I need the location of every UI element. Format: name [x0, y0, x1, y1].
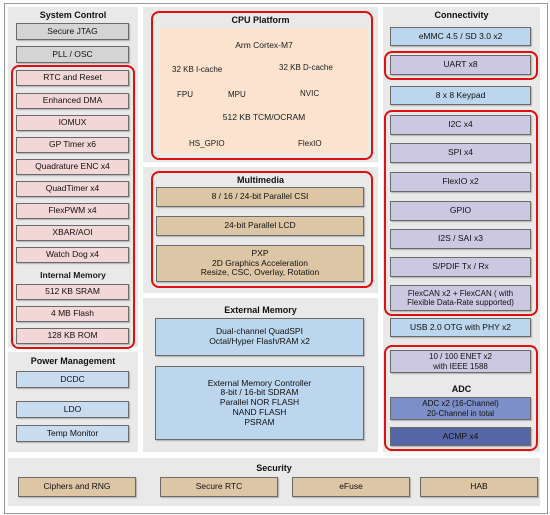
quadspi-line-1: Dual-channel QuadSPI	[216, 326, 303, 337]
quadtimer-block: QuadTimer x4	[16, 181, 129, 197]
hs-gpio-label: HS_GPIO	[189, 139, 225, 148]
parallel-csi-block: 8 / 16 / 24-bit Parallel CSI	[156, 187, 364, 207]
temp-monitor-block: Temp Monitor	[16, 425, 129, 442]
parallel-lcd-block: 24-bit Parallel LCD	[156, 216, 364, 236]
dcdc-block: DCDC	[16, 371, 129, 388]
adc-block: ADC x2 (16-Channel) 20-Channel in total	[390, 397, 531, 420]
secure-rtc-block: Secure RTC	[160, 477, 278, 497]
enet-line-2: with IEEE 1588	[433, 361, 488, 371]
quadspi-line-2: Octal/Hyper Flash/RAM x2	[209, 336, 310, 346]
quadspi-block: Dual-channel QuadSPI Octal/Hyper Flash/R…	[155, 318, 364, 356]
mpu-label: MPU	[228, 90, 246, 99]
ldo-block: LDO	[16, 401, 129, 418]
flexcan-line-1: FlexCAN x2 + FlexCAN ( with	[407, 288, 514, 298]
watch-dog-block: Watch Dog x4	[16, 247, 129, 263]
acmp-block: ACMP x4	[390, 427, 531, 446]
dcache-label: 32 KB D-cache	[279, 63, 333, 72]
xbar-aoi-block: XBAR/AOI	[16, 225, 129, 241]
connectivity-title: Connectivity	[434, 10, 489, 20]
tcm-label: 512 KB TCM/OCRAM	[222, 112, 306, 122]
flexio-x2-block: FlexIO x2	[390, 172, 531, 192]
quadrature-enc-block: Quadrature ENC x4	[16, 159, 129, 175]
external-memory-title: External Memory	[224, 305, 297, 315]
gpio-block: GPIO	[390, 201, 531, 221]
emc-block: External Memory Controller 8-bit / 16-bi…	[155, 366, 364, 440]
iomux-block: IOMUX	[16, 115, 129, 131]
internal-memory-title: Internal Memory	[40, 270, 106, 280]
spdif-block: S/PDIF Tx / Rx	[390, 257, 531, 277]
multimedia-title: Multimedia	[236, 175, 284, 185]
emc-line-4: NAND FLASH	[232, 406, 287, 417]
pxp-line-2: 2D Graphics Acceleration	[212, 257, 308, 268]
ciphers-rng-block: Ciphers and RNG	[18, 477, 136, 497]
usb-otg-block: USB 2.0 OTG with PHY x2	[390, 318, 531, 337]
i2c-block: I2C x4	[390, 115, 531, 135]
cpu-platform-title: CPU Platform	[231, 15, 290, 25]
flexio-label: FlexIO	[298, 139, 322, 148]
cpu-core-area	[160, 28, 368, 154]
emc-line-3: Parallel NOR FLASH	[219, 397, 300, 408]
i2s-sai-block: I2S / SAI x3	[390, 229, 531, 249]
emc-line-2: 8-bit / 16-bit SDRAM	[220, 387, 299, 398]
sram-block: 512 KB SRAM	[16, 284, 129, 300]
system-control-title: System Control	[39, 10, 107, 20]
hab-block: HAB	[420, 477, 538, 497]
power-management-title: Power Management	[30, 356, 116, 366]
gp-timer-block: GP Timer x6	[16, 137, 129, 153]
adc-title: ADC	[451, 384, 472, 394]
rom-block: 128 KB ROM	[16, 328, 129, 344]
enet-block: 10 / 100 ENET x2 with IEEE 1588	[390, 350, 531, 373]
pll-osc-block: PLL / OSC	[16, 46, 129, 63]
spi-block: SPI x4	[390, 143, 531, 163]
emmc-sd-block: eMMC 4.5 / SD 3.0 x2	[390, 27, 531, 46]
security-title: Security	[256, 463, 292, 473]
pxp-block: PXP 2D Graphics Acceleration Resize, CSC…	[156, 245, 364, 282]
emc-line-1: External Memory Controller	[207, 377, 312, 388]
pxp-line-1: PXP	[251, 247, 269, 258]
cpu-core-label: Arm Cortex-M7	[235, 40, 293, 50]
pxp-line-3: Resize, CSC, Overlay, Rotation	[200, 267, 320, 278]
icache-label: 32 KB I-cache	[172, 65, 223, 74]
enet-line-1: 10 / 100 ENET x2	[429, 352, 492, 362]
flexcan-line-2: Flexible Data-Rate supported)	[407, 298, 514, 307]
adc-line-2: 20-Channel in total	[426, 408, 495, 418]
flash-block: 4 MB Flash	[16, 306, 129, 322]
enhanced-dma-block: Enhanced DMA	[16, 93, 129, 109]
efuse-block: eFuse	[292, 477, 410, 497]
uart-block: UART x8	[390, 55, 531, 75]
emc-line-5: PSRAM	[244, 416, 275, 427]
flexpwm-block: FlexPWM x4	[16, 203, 129, 219]
nvic-label: NVIC	[300, 89, 320, 98]
adc-line-1: ADC x2 (16-Channel)	[422, 399, 499, 409]
secure-jtag-block: Secure JTAG	[16, 23, 129, 40]
rtc-reset-block: RTC and Reset	[16, 70, 129, 86]
keypad-block: 8 x 8 Keypad	[390, 86, 531, 105]
flexcan-block: FlexCAN x2 + FlexCAN ( with Flexible Dat…	[390, 285, 531, 311]
fpu-label: FPU	[177, 90, 193, 99]
